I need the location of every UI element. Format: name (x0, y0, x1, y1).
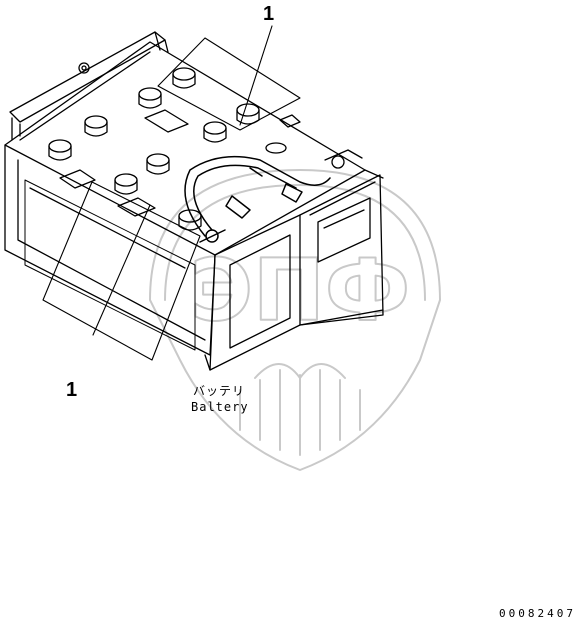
drawing-number: 00082407 (499, 607, 576, 620)
callout-number: 1 (66, 379, 78, 401)
callout-number: 1 (263, 3, 275, 25)
part-label-japanese: バッテリ (193, 384, 246, 398)
watermark-logo: ЭПФ (149, 169, 441, 471)
part-label-english: Baltery (191, 400, 249, 414)
callout-leaders (42, 25, 301, 361)
battery-right (299, 149, 384, 326)
battery-cable (184, 155, 331, 243)
